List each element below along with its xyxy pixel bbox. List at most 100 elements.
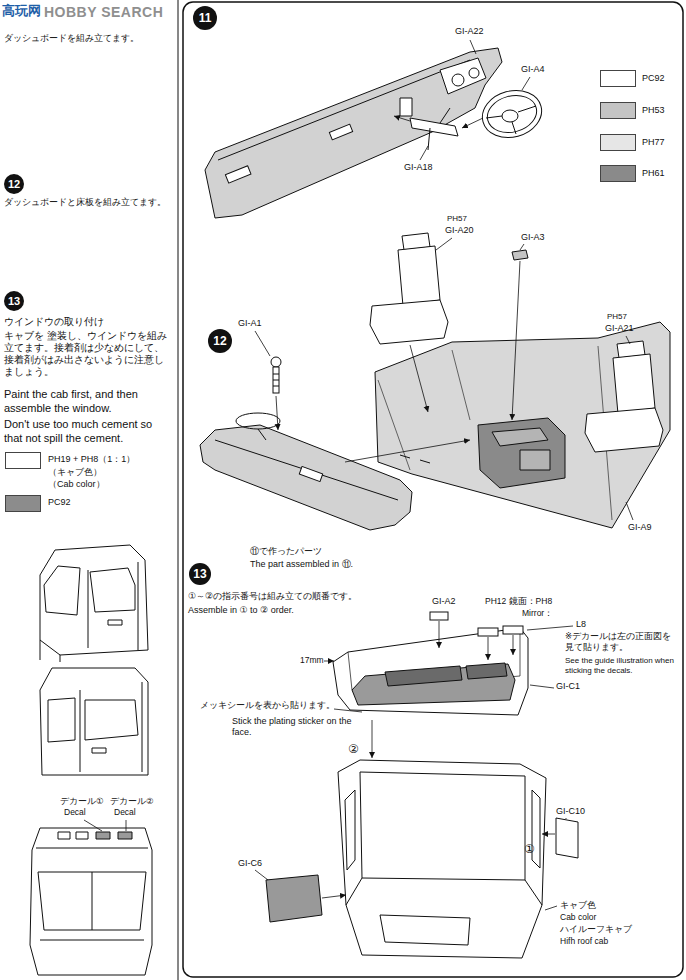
callout-number: ①	[524, 842, 535, 857]
console-part	[512, 250, 528, 260]
assembly-line	[345, 440, 470, 462]
step-number-text: 11	[199, 12, 212, 24]
decal-label: Decal	[114, 807, 136, 818]
cab-view	[48, 698, 75, 742]
assembly-line	[542, 834, 555, 835]
steering-wheel	[502, 110, 518, 122]
floor-part	[400, 455, 430, 463]
cab-body	[346, 878, 542, 905]
window-part	[266, 875, 322, 922]
leader-line	[626, 502, 633, 520]
cab-view	[90, 568, 135, 612]
note-text: The part assembled in ⑪.	[250, 559, 353, 570]
leader-line	[255, 626, 573, 910]
part-number: GI-A21	[605, 323, 634, 334]
step-number: 11	[193, 6, 217, 30]
part-number: GI-C6	[238, 858, 262, 869]
cab-view	[108, 620, 122, 625]
paint-code: PC92	[642, 73, 665, 84]
floor-part	[492, 428, 548, 446]
dashboard-part	[452, 74, 464, 86]
cab-view	[88, 570, 89, 648]
instruction-text: ダッシュボードと床板を組み立てます。	[4, 197, 166, 208]
cab-front-view	[36, 848, 148, 849]
leader-line	[527, 626, 573, 630]
paint-code: PH12 鏡面：PH8	[485, 596, 552, 607]
window-part	[556, 818, 578, 858]
assembly-line	[488, 637, 489, 660]
dashboard-part	[440, 58, 486, 94]
decal-label: Decal	[64, 807, 86, 818]
step-number-text: 13	[8, 296, 20, 307]
cab-front-view	[118, 832, 132, 839]
decal-label: デカール②	[110, 796, 154, 807]
roof-part	[333, 628, 528, 715]
dashboard-part	[299, 466, 322, 481]
leader-line	[255, 870, 268, 880]
leader-line	[626, 336, 630, 344]
note-text: See the guide illustration when sticking…	[565, 656, 677, 676]
cab-body	[338, 760, 546, 958]
leader-line	[420, 40, 530, 160]
floor-part	[375, 322, 670, 528]
dashboard-part	[200, 413, 412, 530]
gear-lever	[273, 367, 279, 393]
leader-line	[566, 818, 567, 819]
assembly-line	[462, 118, 483, 128]
floor-part	[378, 346, 612, 520]
callout-number: ②	[348, 742, 359, 757]
instruction-text: Assemble in ① to ② order.	[188, 605, 294, 616]
assembly-line	[512, 261, 520, 420]
cab-view	[85, 700, 138, 740]
note-text: ハイルーフキャブ	[560, 924, 632, 935]
leader-line	[420, 146, 428, 160]
cab-body	[345, 790, 355, 870]
window-part	[266, 818, 578, 922]
instruction-text: ①～②の指示番号は組み立ての順番です。	[188, 591, 357, 602]
seat-part	[585, 408, 663, 452]
note-text: （キャブ色）	[48, 467, 102, 478]
part-number: GI-A20	[445, 225, 474, 236]
floor-part	[375, 322, 670, 528]
color-swatch	[5, 452, 41, 469]
floor-part	[478, 418, 565, 488]
note-text: Hifh roof cab	[560, 936, 608, 947]
steering-column	[410, 118, 458, 136]
dashboard-part	[205, 48, 502, 218]
small-part	[430, 612, 523, 636]
dashboard-part	[329, 124, 352, 140]
console-part	[512, 250, 528, 260]
cab-view	[138, 562, 139, 650]
cab-front-view	[30, 828, 152, 975]
steering-column	[410, 108, 458, 150]
steering-column	[440, 108, 450, 123]
dimension-line	[324, 661, 334, 662]
cab-view	[40, 640, 60, 662]
assembly-line	[513, 635, 514, 655]
seat-part	[370, 300, 448, 344]
small-part	[503, 626, 523, 634]
seat-part	[585, 341, 663, 452]
assembly-line	[276, 396, 278, 430]
assembly-line	[394, 116, 483, 128]
small-part	[430, 612, 448, 620]
paint-code: PH19 + PH8（1：1）	[48, 454, 135, 465]
paint-code: PH57	[607, 312, 627, 322]
dashboard-part	[400, 98, 412, 116]
color-swatch	[5, 495, 41, 512]
assembly-line	[372, 720, 373, 758]
paint-code: PH53	[642, 105, 665, 116]
paint-code: PH61	[642, 168, 665, 179]
gear-lever	[273, 374, 279, 386]
instruction-text: Don't use too much cement so that not sp…	[4, 418, 172, 446]
note-text: Cab color	[560, 912, 596, 923]
cab-body	[338, 760, 546, 958]
leader-line	[126, 820, 127, 831]
assembly-line	[322, 895, 346, 898]
cab-front-view	[76, 832, 88, 839]
leader-line	[522, 77, 530, 90]
part-number: GI-C10	[556, 806, 585, 817]
